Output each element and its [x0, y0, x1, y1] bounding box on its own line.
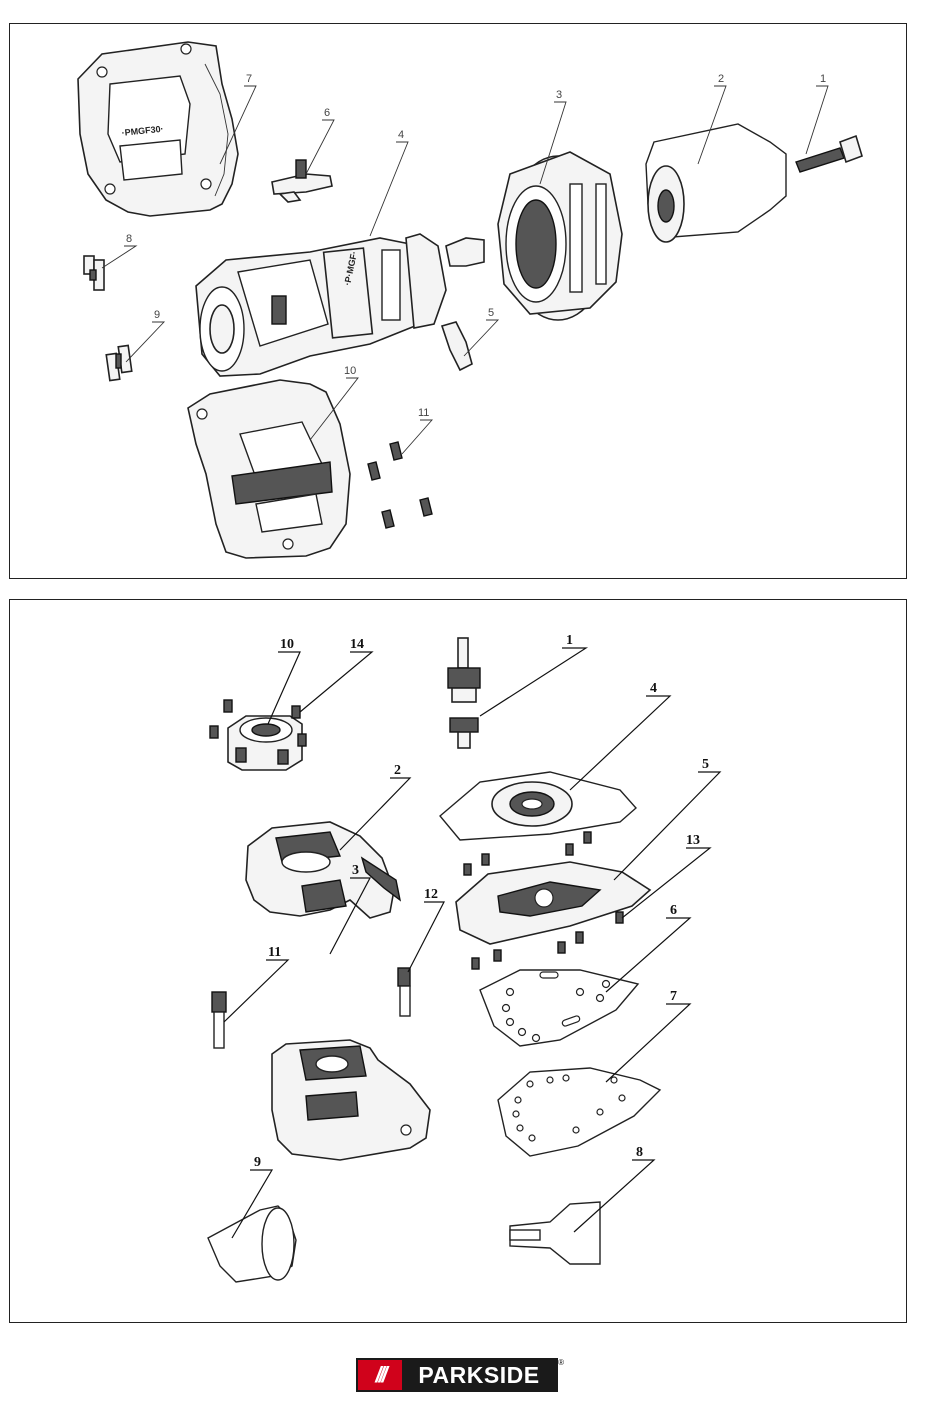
part-8-brush-holder: [84, 256, 104, 290]
part-3-lower-housing: [272, 1040, 430, 1160]
part-12-brush: [398, 968, 410, 1016]
callout-bottom-9: 9: [254, 1155, 261, 1170]
part-3-fan-ring: [498, 152, 622, 320]
callout-top-6: 6: [324, 107, 330, 119]
part-9-dust-tube: [208, 1206, 296, 1282]
callout-top-4: 4: [398, 129, 404, 141]
callout-bottom-7: 7: [670, 989, 677, 1004]
callout-bottom-6: 6: [670, 903, 677, 918]
part-8-scraper-tool: [510, 1202, 600, 1264]
part-11-screws: [368, 442, 432, 528]
part-2-cap: [646, 124, 786, 242]
part-6-pad: [480, 970, 638, 1046]
callout-bottom-12: 12: [424, 887, 438, 902]
callout-top-11: 11: [418, 407, 429, 419]
part-10-housing-half: [188, 380, 350, 558]
callout-top-3: 3: [556, 89, 562, 101]
callout-bottom-11: 11: [268, 945, 281, 960]
part-7-sanding-sheet: [498, 1068, 660, 1156]
part-7-housing-half: ·PMGF30·: [78, 42, 238, 216]
callout-bottom-3: 3: [352, 863, 359, 878]
parkside-logo: /// PARKSIDE ®: [356, 1358, 558, 1392]
callout-top-5: 5: [488, 307, 494, 319]
callout-top-7: 7: [246, 73, 252, 85]
part-4-motor: ·P·MGF·: [196, 234, 484, 376]
part-10-bearing-housing: [228, 716, 302, 770]
callout-bottom-2: 2: [394, 763, 401, 778]
exploded-view-base-panel: 1 2 3 4 5 6 7 8 9 10 11 12 13 1: [9, 599, 907, 1323]
callout-top-2: 2: [718, 73, 724, 85]
base-exploded-drawing: 1 2 3 4 5 6 7 8 9 10 11 12 13 1: [10, 600, 908, 1324]
callout-bottom-4: 4: [650, 681, 657, 696]
part-2-motor-housing: [246, 822, 400, 918]
exploded-view-motor-panel: ·PMGF30·: [9, 23, 907, 579]
part-9-brush-holder: [106, 345, 132, 380]
callout-top-10: 10: [344, 365, 356, 377]
motor-exploded-drawing: ·PMGF30·: [10, 24, 908, 580]
callout-bottom-8: 8: [636, 1145, 643, 1160]
callout-top-8: 8: [126, 233, 132, 245]
callout-bottom-10: 10: [280, 637, 294, 652]
callout-top-1: 1: [820, 73, 826, 85]
callout-bottom-1: 1: [566, 633, 573, 648]
part-11-brush: [212, 992, 226, 1048]
callout-bottom-13: 13: [686, 833, 700, 848]
callout-top-9: 9: [154, 309, 160, 321]
part-1-spindle: [448, 638, 480, 748]
logo-name: PARKSIDE: [402, 1362, 556, 1389]
part-4-top-plate: [440, 772, 636, 840]
callout-bottom-5: 5: [702, 757, 709, 772]
part-5-clip: [442, 322, 472, 370]
registered-mark: ®: [558, 1358, 564, 1367]
part-5-base-plate: [456, 862, 650, 944]
callout-bottom-14: 14: [350, 637, 364, 652]
part-1-screw: [796, 136, 862, 172]
part-6-switch: [272, 160, 332, 202]
logo-slashes: ///: [358, 1360, 402, 1390]
